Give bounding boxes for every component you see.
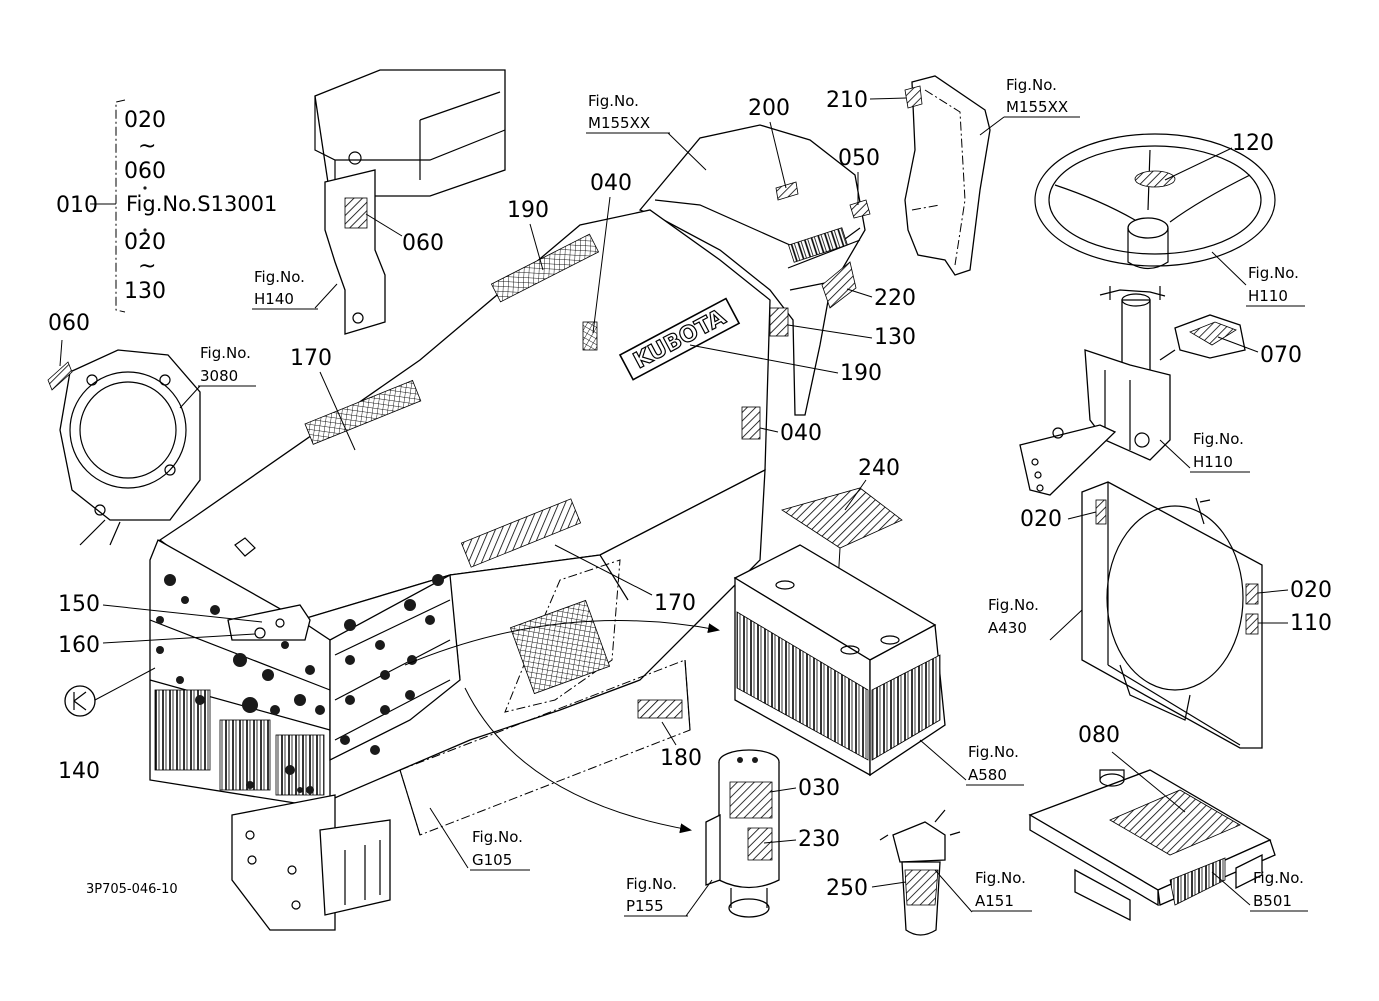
steering-wheel-part: 120 Fig.No. H110 [1034, 131, 1305, 307]
fig-a430-line2: A430 [988, 619, 1027, 637]
fig-m155-top-line1: Fig.No. [588, 92, 639, 110]
fig-h110-column-line1: Fig.No. [1193, 430, 1244, 448]
fig-3080-line2: 3080 [200, 367, 238, 385]
callout-030: 030 [798, 776, 840, 801]
callout-230: 230 [798, 827, 840, 852]
ref-010-label: 010 [56, 193, 98, 218]
callout-190-top: 190 [507, 198, 549, 223]
control-unit-part: 080 Fig.No. B501 [1028, 723, 1308, 922]
callout-020-top: 020 [1020, 507, 1062, 532]
hood-body: KUBOTA [64, 124, 871, 804]
decal-240 [781, 487, 903, 549]
callout-200: 200 [748, 96, 790, 121]
callout-170-side: 170 [654, 591, 696, 616]
decal-170-side [460, 498, 582, 568]
dash-bracket-part: 060 Fig.No. H140 [252, 69, 506, 335]
fig-g105-line1: Fig.No. [472, 828, 523, 846]
callout-130: 130 [874, 325, 916, 350]
decal-190-top [490, 233, 600, 303]
callout-060-left: 060 [48, 311, 90, 336]
callout-040-right: 040 [780, 421, 822, 446]
decal-040-top [582, 321, 598, 351]
ref-130-label: 130 [124, 279, 166, 304]
canister-part: 030 230 Fig.No. P155 [624, 749, 840, 918]
housing-part: 060 Fig.No. 3080 [47, 311, 256, 546]
fig-h110-column-line2: H110 [1193, 453, 1233, 471]
fig-h110-wheel-line2: H110 [1248, 287, 1288, 305]
fig-p155-line2: P155 [626, 897, 664, 915]
ref-020-label-2: 020 [124, 230, 166, 255]
decal-180 [637, 699, 683, 719]
callout-020-right: 020 [1290, 578, 1332, 603]
fig-a430-line1: Fig.No. [988, 596, 1039, 614]
callout-250: 250 [826, 876, 868, 901]
fig-3080-line1: Fig.No. [200, 344, 251, 362]
decal-130 [769, 307, 789, 337]
callout-040-top: 040 [590, 171, 632, 196]
hood-callouts: 170 190 040 200 050 220 130 190 040 150 … [58, 92, 916, 784]
callout-140: 140 [58, 759, 100, 784]
decal-170-top [304, 379, 422, 445]
fig-a151-line1: Fig.No. [975, 869, 1026, 887]
fig-s13001-label: Fig.No.S13001 [126, 192, 277, 216]
fuel-filter-part: 250 Fig.No. A151 [826, 809, 1032, 936]
grille-splotches [156, 574, 444, 794]
fig-g105-line2: G105 [472, 851, 512, 869]
drawing-code: 3P705-046-10 [86, 882, 178, 897]
callout-220: 220 [874, 286, 916, 311]
fig-b501-line1: Fig.No. [1253, 869, 1304, 887]
emblem-140 [64, 685, 96, 717]
fig-h140-line1: Fig.No. [254, 268, 305, 286]
callout-150: 150 [58, 592, 100, 617]
callout-180: 180 [660, 746, 702, 771]
callout-170-top: 170 [290, 346, 332, 371]
fig-b501-line2: B501 [1253, 892, 1292, 910]
callout-050: 050 [838, 146, 880, 171]
fig-h140-line2: H140 [254, 290, 294, 308]
decal-040-right [741, 406, 761, 440]
fig-m155-top-line2: M155XX [588, 114, 650, 132]
fig-a580-line2: A580 [968, 766, 1007, 784]
header-group: 010 020 ~ 060 Fig.No.S13001 020 ~ 130 [56, 99, 277, 313]
ref-020-label: 020 [124, 108, 166, 133]
side-panel-part: 210 Fig.No. M155XX [826, 75, 1080, 276]
fig-a580-line1: Fig.No. [968, 743, 1019, 761]
callout-110: 110 [1290, 611, 1332, 636]
steering-column-part: 070 Fig.No. H110 [1019, 286, 1302, 496]
fig-p155-line1: Fig.No. [626, 875, 677, 893]
tilde-1: ~ [138, 134, 156, 159]
callout-060-bracket: 060 [402, 231, 444, 256]
callout-070: 070 [1260, 343, 1302, 368]
callout-190-right: 190 [840, 361, 882, 386]
ref-060-label: 060 [124, 159, 166, 184]
frame-part: 180 Fig.No. G105 [231, 659, 702, 931]
callout-120: 120 [1232, 131, 1274, 156]
fig-h110-wheel-line1: Fig.No. [1248, 264, 1299, 282]
callout-210: 210 [826, 88, 868, 113]
fig-m155-right-line2: M155XX [1006, 98, 1068, 116]
tilde-2: ~ [138, 254, 156, 279]
callout-160: 160 [58, 633, 100, 658]
callout-240: 240 [858, 456, 900, 481]
fig-m155-right-line1: Fig.No. [1006, 76, 1057, 94]
callout-080: 080 [1078, 723, 1120, 748]
fan-shroud-part: 020 020 110 Fig.No. A430 [988, 481, 1332, 749]
battery-part: 240 Fig.No. A580 [733, 456, 1024, 786]
fig-a151-line2: A151 [975, 892, 1014, 910]
